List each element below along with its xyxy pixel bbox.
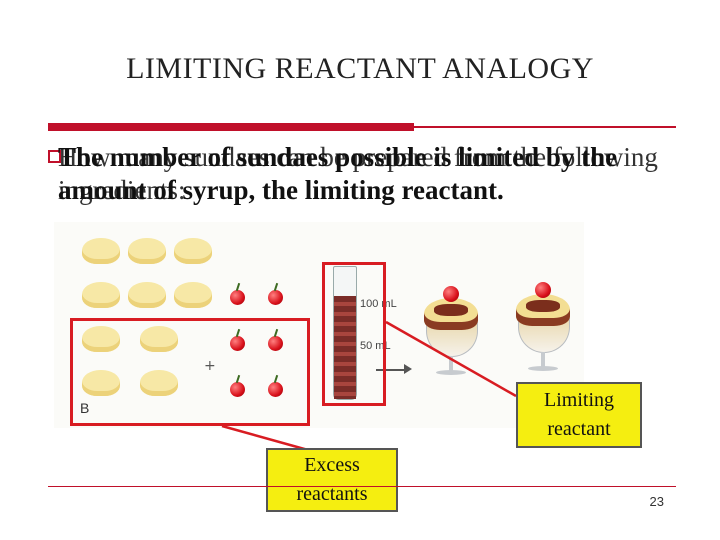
sundae-cherry-icon [535, 282, 551, 298]
syrup-cylinder [333, 266, 357, 400]
page-number: 23 [649, 494, 664, 509]
limiting-reactant-callout: Limiting reactant [516, 382, 642, 448]
slide-title: LIMITING REACTANT ANALOGY [126, 52, 594, 85]
sundae-product [420, 286, 482, 378]
cherry-icon [230, 382, 245, 397]
limiting-text: The number of sundaes possible is limite… [58, 142, 618, 205]
reaction-arrow [376, 369, 406, 371]
excess-leader-line [221, 424, 309, 452]
cherry-icon [268, 336, 283, 351]
limiting-reactant-box [322, 262, 386, 406]
title-rule-thick [48, 123, 414, 131]
cylinder-label-100: 100 mL [360, 298, 397, 310]
cherry-icon [268, 290, 283, 305]
ice-cream-scoop [140, 326, 178, 352]
excess-reactants-callout: Excess reactants [266, 448, 398, 512]
cylinder-label-50: 50 mL [360, 340, 391, 352]
arrow-head-icon [404, 364, 412, 374]
syrup-fill [334, 296, 356, 399]
cherry-icon [230, 336, 245, 351]
sundae-product [512, 282, 574, 374]
figure-letter: B [80, 400, 90, 416]
sundae-base [436, 370, 466, 375]
cherry-icon [268, 382, 283, 397]
ice-cream-scoop [82, 282, 120, 308]
sundae-stem [541, 352, 545, 368]
title-rule-thin [414, 126, 676, 128]
ice-cream-scoop [174, 282, 212, 308]
sundae-cherry-icon [443, 286, 459, 302]
ice-cream-scoop [128, 282, 166, 308]
sundae-base [528, 366, 558, 371]
ice-cream-scoop [140, 370, 178, 396]
ice-cream-scoop [82, 238, 120, 264]
limiting-leader-line [385, 320, 517, 398]
bullet-square-icon [48, 150, 61, 163]
sundae-stem [449, 356, 453, 372]
sundae-sauce [526, 300, 560, 312]
ice-cream-scoop [82, 370, 120, 396]
ice-cream-scoop [128, 238, 166, 264]
cherry-icon [230, 290, 245, 305]
plus-sign: + [204, 358, 216, 374]
footer-rule [48, 486, 676, 487]
ice-cream-scoop [82, 326, 120, 352]
question-text: How many sundaes can be prepared from th… [58, 142, 658, 205]
excess-reactants-box [70, 318, 310, 426]
sundae-sauce [434, 304, 468, 316]
ice-cream-scoop [174, 238, 212, 264]
